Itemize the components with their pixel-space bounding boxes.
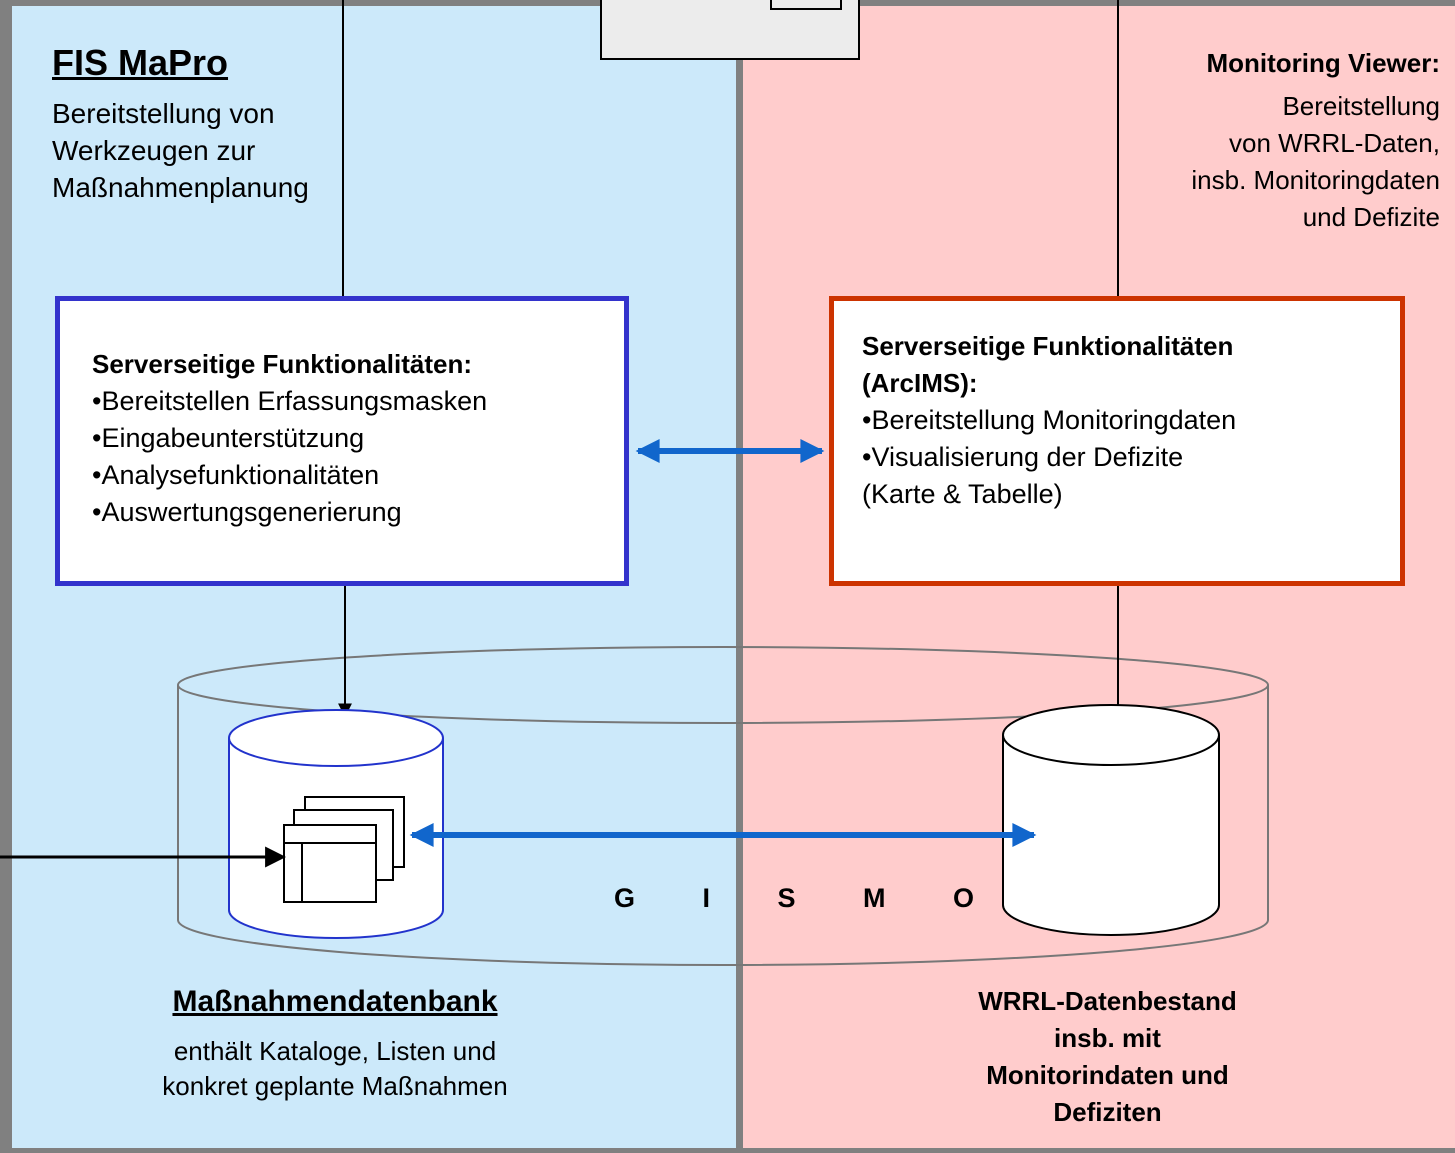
- desc-line: von WRRL-Daten,: [1229, 128, 1440, 158]
- fis-mapro-title: FIS MaPro: [52, 42, 229, 83]
- box-item: •Auswertungsgenerierung: [92, 497, 402, 527]
- box-item: (Karte & Tabelle): [862, 479, 1063, 509]
- title-line: Defiziten: [1053, 1097, 1162, 1127]
- box-item: •Eingabeunterstützung: [92, 423, 365, 453]
- desc-line: Bereitstellung von: [52, 98, 275, 129]
- box-item: •Visualisierung der Defizite: [862, 442, 1184, 472]
- desc-line: enthält Kataloge, Listen und: [173, 1036, 497, 1066]
- box-item: •Analysefunktionalitäten: [92, 460, 380, 490]
- title-line: Monitorindaten und: [986, 1060, 1229, 1090]
- center-divider: [736, 60, 743, 1153]
- right-server-functions-box: Serverseitige Funktionalitäten (ArcIMS):…: [829, 296, 1405, 586]
- box-title: Serverseitige Funktionalitäten: [862, 331, 1234, 361]
- gismo-label: G I S M O: [614, 883, 1005, 913]
- desc-line: insb. Monitoringdaten: [1191, 165, 1440, 195]
- left-server-functions-box: Serverseitige Funktionalitäten: •Bereits…: [55, 296, 629, 586]
- fis-mapro-description: Bereitstellung von Werkzeugen zur Maßnah…: [52, 95, 309, 206]
- device-slot: [770, 0, 842, 10]
- monitoring-viewer-description: Bereitstellung von WRRL-Daten, insb. Mon…: [1191, 88, 1440, 236]
- right-database-cylinder: [1002, 704, 1220, 936]
- box-title: Serverseitige Funktionalitäten:: [92, 349, 472, 379]
- desc-line: Bereitstellung: [1282, 91, 1440, 121]
- box-item: •Bereitstellung Monitoringdaten: [862, 405, 1237, 435]
- desc-line: und Defizite: [1302, 202, 1440, 232]
- monitoring-viewer-title: Monitoring Viewer:: [1206, 48, 1440, 78]
- document-stack-icon: [283, 796, 405, 903]
- wrrl-data-title: WRRL-Datenbestand insb. mit Monitorindat…: [880, 983, 1335, 1131]
- box-item: •Bereitstellen Erfassungsmasken: [92, 386, 488, 416]
- desc-line: konkret geplante Maßnahmen: [162, 1071, 508, 1101]
- top-device-icon: [600, 0, 860, 60]
- desc-line: Maßnahmenplanung: [52, 172, 309, 203]
- title-line: insb. mit: [1054, 1023, 1161, 1053]
- title-line: WRRL-Datenbestand: [978, 986, 1237, 1016]
- measures-database-description: enthält Kataloge, Listen und konkret gep…: [60, 1034, 610, 1104]
- measures-database-title: Maßnahmendatenbank: [172, 985, 498, 1018]
- gismo-cylinder: [177, 646, 1269, 966]
- desc-line: Werkzeugen zur: [52, 135, 256, 166]
- box-title: (ArcIMS):: [862, 368, 978, 398]
